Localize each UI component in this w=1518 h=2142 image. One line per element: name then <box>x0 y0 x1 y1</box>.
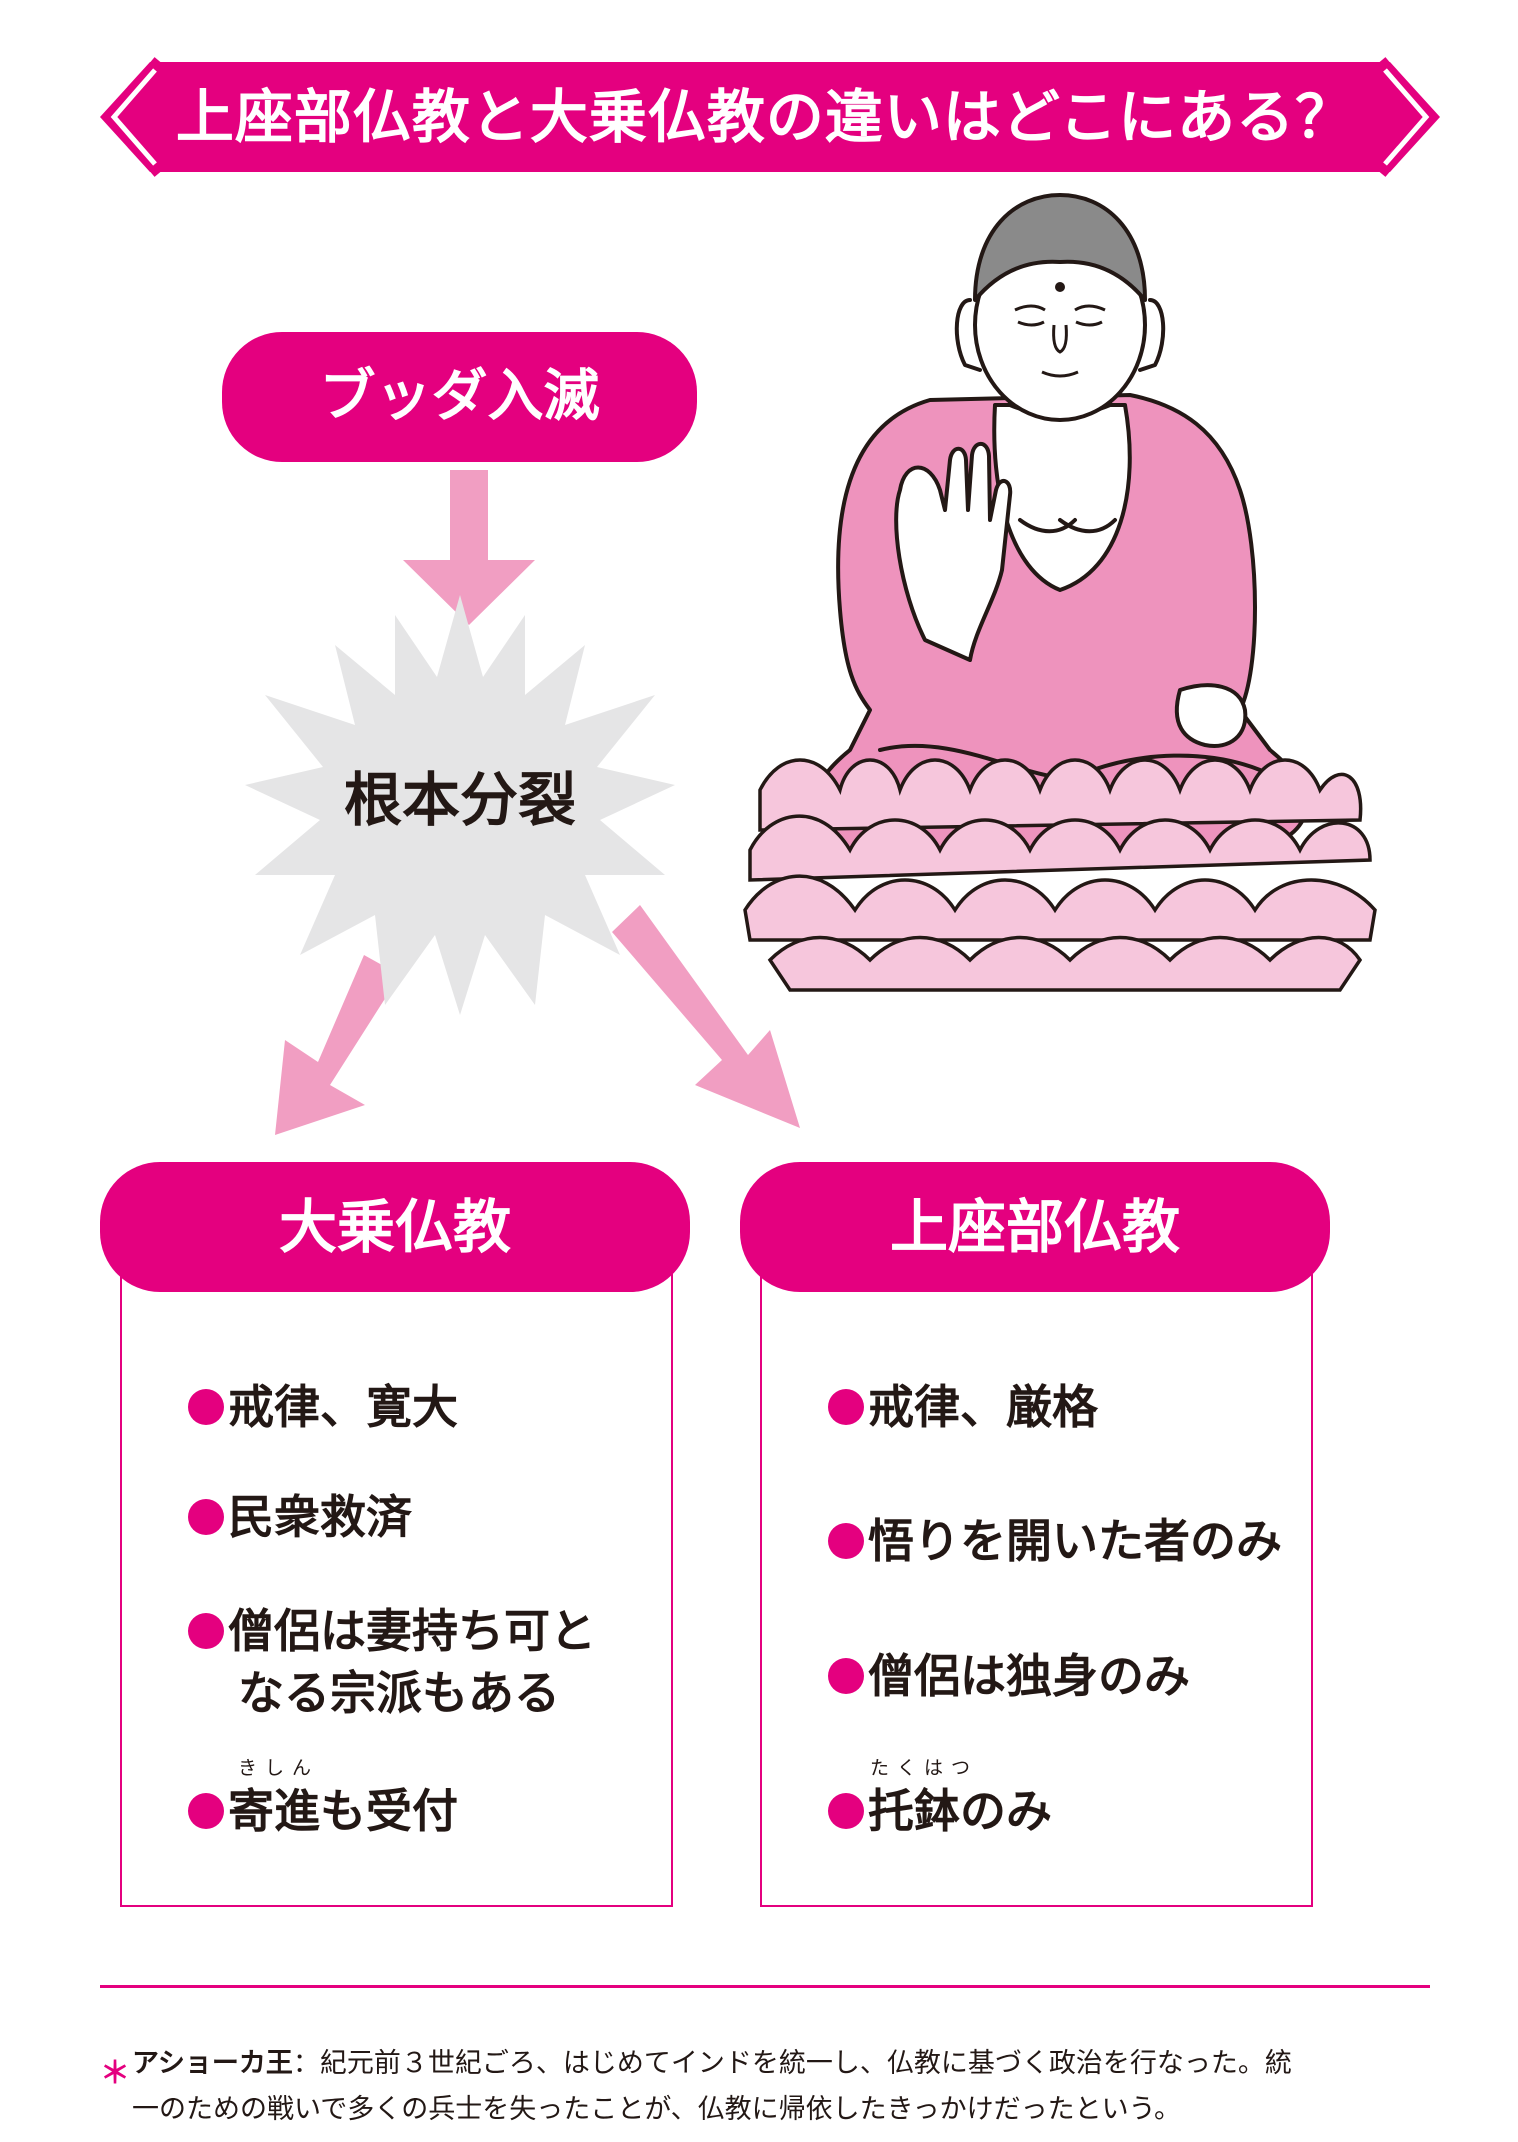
bullet-dot <box>188 1793 224 1829</box>
bullet-dot <box>828 1658 864 1694</box>
footer-divider <box>100 1985 1430 1988</box>
footnote-marker: ＊ <box>100 2056 130 2091</box>
buddha-illustration <box>743 193 1377 992</box>
page-title: 上座部仏教と大乗仏教の違いはどこにある？ <box>175 83 1355 151</box>
schism-label: 根本分裂 <box>343 766 576 834</box>
bullet-dot <box>828 1793 864 1829</box>
theravada-item-precepts: 戒律、厳格 <box>868 1380 1098 1434</box>
theravada-label: 上座部仏教 <box>740 1162 1330 1292</box>
theravada-item-celibate: 僧侶は独身のみ <box>868 1649 1190 1703</box>
theravada-item-enlightened: 悟りを開いた者のみ <box>868 1514 1282 1568</box>
mahayana-list <box>120 1252 673 1907</box>
ruby-kishin: きしん <box>238 1757 320 1779</box>
mahayana-label: 大乗仏教 <box>100 1162 690 1292</box>
footnote-term: アショーカ王 <box>132 2048 293 2079</box>
footnote-line1-text: ：紀元前３世紀ごろ、はじめてインドを統一し、仏教に基づく政治を行なった。統 <box>292 2048 1292 2079</box>
arrow-to-theravada <box>612 905 800 1128</box>
theravada-item-alms: 托鉢のみ <box>868 1784 1052 1838</box>
bullet-dot <box>188 1613 224 1649</box>
schism-burst <box>245 595 675 1015</box>
bullet-dot <box>828 1523 864 1559</box>
mahayana-item-salvation: 民衆救済 <box>228 1490 412 1544</box>
theravada-list <box>760 1252 1313 1907</box>
flow-arrows <box>275 470 800 1135</box>
footnote-line2: 一のための戦いで多くの兵士を失ったことが、仏教に帰依したきっかけだったという。 <box>132 2094 1181 2125</box>
arrow-to-mahayana <box>275 955 400 1135</box>
bullet-dot <box>188 1499 224 1535</box>
mahayana-item-donation: 寄進も受付 <box>228 1784 458 1838</box>
bullet-dot <box>828 1389 864 1425</box>
buddha-nirvana-label: ブッダ入滅 <box>222 332 697 462</box>
footnote-line1: アショーカ王：紀元前３世紀ごろ、はじめてインドを統一し、仏教に基づく政治を行なっ… <box>132 2042 1292 2086</box>
bullet-dot <box>188 1389 224 1425</box>
ruby-takuhatsu: たくはつ <box>870 1757 979 1779</box>
mahayana-item-marriage-line2: なる宗派もある <box>238 1666 560 1720</box>
mahayana-item-precepts: 戒律、寛大 <box>228 1380 458 1434</box>
arrow-down <box>403 470 535 625</box>
title-banner <box>100 57 1440 177</box>
mahayana-item-marriage-line1: 僧侶は妻持ち可と <box>228 1604 596 1658</box>
